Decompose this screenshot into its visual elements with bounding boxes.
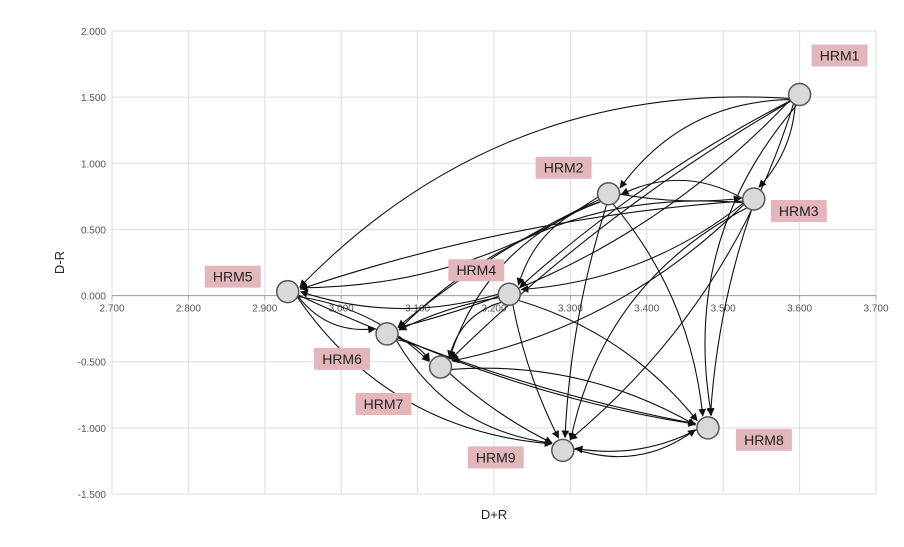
- y-tick-label: 1.500: [81, 93, 106, 104]
- x-tick-label: 3.600: [787, 304, 812, 315]
- y-tick-label: -1.000: [78, 424, 107, 435]
- edge-hrm7-to-hrm8: [451, 367, 696, 426]
- label-hrm4: HRM4: [456, 262, 496, 278]
- x-tick-label: 3.000: [329, 304, 354, 315]
- edge-hrm1-to-hrm9: [569, 103, 795, 440]
- edge-hrm6-to-hrm7: [396, 339, 430, 361]
- label-bg-hrm4: [448, 259, 505, 282]
- label-bg-hrm5: [204, 265, 261, 288]
- label-group-hrm2: HRM2: [535, 156, 592, 179]
- label-group-hrm9: HRM9: [467, 446, 524, 469]
- edge-hrm3-to-hrm8: [707, 209, 753, 416]
- label-hrm8: HRM8: [744, 432, 784, 448]
- node-hrm7: [428, 355, 453, 379]
- y-tick-label: 0.500: [81, 225, 106, 236]
- label-group-hrm5: HRM5: [204, 265, 261, 288]
- edge-hrm1-to-hrm6: [397, 99, 791, 330]
- edge-hrm3-to-hrm5: [299, 200, 744, 291]
- node-hrm5: [275, 279, 300, 304]
- edge-hrm1-to-hrm2: [619, 99, 790, 189]
- label-group-hrm7: HRM7: [355, 393, 412, 416]
- edge-hrm7-to-hrm9: [449, 372, 553, 444]
- edge-hrm4-to-hrm8: [518, 299, 698, 422]
- edge-hrm4-to-hrm7: [447, 301, 502, 359]
- node-hrm1: [787, 82, 812, 107]
- x-axis-label: D+R: [481, 507, 507, 522]
- y-tick-label: -1.500: [78, 490, 107, 501]
- label-bg-hrm1: [811, 44, 868, 67]
- label-bg-hrm3: [770, 200, 827, 223]
- y-tick-label: 0.000: [81, 292, 106, 303]
- edge-hrm4-to-hrm6: [398, 297, 499, 331]
- nodes: [275, 82, 812, 463]
- label-hrm5: HRM5: [213, 269, 253, 285]
- edge-hrm1-to-hrm8: [704, 104, 798, 417]
- node-hrm4: [497, 282, 522, 306]
- edge-hrm3-to-hrm7: [451, 203, 745, 364]
- edge-hrm6-to-hrm8: [397, 336, 697, 427]
- label-group-hrm3: HRM3: [770, 200, 827, 223]
- node-hrm2: [596, 181, 621, 206]
- edge-hrm1-to-hrm4: [519, 100, 791, 288]
- y-axis-label: D-R: [52, 251, 67, 274]
- edge-hrm2-to-hrm3: [619, 193, 742, 204]
- node-hrm3: [742, 187, 766, 211]
- edge-hrm3-to-hrm6: [398, 200, 744, 330]
- edge-hrm4-to-hrm5: [299, 290, 499, 310]
- edges: [296, 96, 798, 458]
- edge-hrm3-to-hrm9: [568, 207, 748, 441]
- node-hrm8: [696, 416, 720, 440]
- label-group-hrm6: HRM6: [314, 347, 371, 370]
- label-bg-hrm6: [314, 347, 371, 370]
- edge-hrm1-to-hrm5: [299, 96, 790, 288]
- edge-hrm6-to-hrm9: [395, 339, 553, 447]
- x-tick-label: 3.500: [711, 304, 736, 315]
- label-hrm6: HRM6: [322, 351, 362, 367]
- edge-hrm1-to-hrm7: [450, 100, 792, 360]
- y-tick-label: 2.000: [81, 27, 106, 38]
- edge-hrm5-to-hrm6: [297, 295, 376, 334]
- edge-hrm2-to-hrm7: [448, 201, 602, 359]
- edge-hrm8-to-hrm9: [574, 429, 698, 454]
- label-bg-hrm2: [535, 156, 592, 179]
- x-tick-label: 3.200: [481, 304, 506, 315]
- node-hrm9: [551, 438, 575, 463]
- x-tick-label: 2.700: [99, 304, 124, 315]
- label-bg-hrm7: [355, 393, 412, 416]
- y-tick-label: 1.000: [81, 159, 106, 170]
- x-tick-label: 3.300: [558, 304, 583, 315]
- label-hrm9: HRM9: [476, 449, 516, 465]
- label-group-hrm4: HRM4: [448, 259, 505, 282]
- label-hrm7: HRM7: [364, 396, 404, 412]
- x-tick-label: 3.100: [405, 304, 430, 315]
- edge-hrm2-to-hrm4: [516, 200, 602, 286]
- edge-hrm9-to-hrm8: [573, 429, 696, 458]
- axes: 2.000 1.500 1.000 0.500 0.000 -0.500 -1.000 -1.…: [78, 27, 889, 501]
- edge-hrm3-to-hrm2: [620, 179, 744, 200]
- label-bg-hrm8: [735, 428, 792, 451]
- edge-hrm2-to-hrm8: [612, 203, 706, 417]
- label-hrm3: HRM3: [779, 203, 819, 219]
- label-hrm1: HRM1: [820, 47, 860, 63]
- x-tick-label: 2.800: [176, 304, 201, 315]
- y-tick-label: -0.500: [78, 358, 107, 369]
- x-tick-label: 3.700: [863, 304, 888, 315]
- edge-hrm3-to-hrm4: [520, 202, 744, 293]
- edge-hrm5-to-hrm8: [297, 294, 697, 427]
- node-hrm6: [375, 322, 399, 346]
- label-group-hrm8: HRM8: [735, 428, 792, 451]
- label-bg-hrm9: [467, 446, 524, 469]
- edge-hrm5-to-hrm7: [297, 295, 430, 362]
- x-tick-label: 2.900: [252, 304, 277, 315]
- label-group-hrm1: HRM1: [811, 44, 868, 67]
- edge-hrm4-to-hrm9: [512, 304, 559, 439]
- x-tick-label: 3.400: [634, 304, 659, 315]
- label-hrm2: HRM2: [544, 160, 584, 176]
